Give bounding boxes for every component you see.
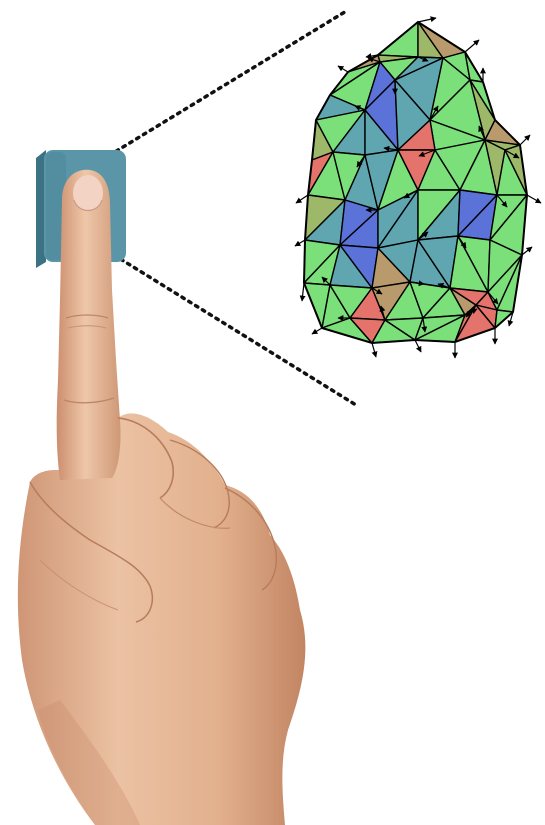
force-arrow xyxy=(337,65,349,73)
triangle-mesh-icon xyxy=(294,16,542,359)
force-arrow xyxy=(437,282,451,289)
force-arrow xyxy=(457,235,467,249)
force-arrow xyxy=(418,149,436,157)
force-arrow xyxy=(478,125,486,141)
force-arrow xyxy=(365,53,379,60)
force-arrow xyxy=(429,105,439,121)
pointing-hand-icon xyxy=(17,169,306,825)
force-arrow xyxy=(371,342,378,358)
projection-line-bottom xyxy=(112,253,358,407)
force-arrow xyxy=(383,145,399,152)
force-arrow xyxy=(464,39,480,53)
force-arrow xyxy=(367,56,381,63)
force-arrow xyxy=(519,134,531,146)
force-arrow xyxy=(379,305,386,321)
force-arrow xyxy=(414,339,422,353)
force-arrow xyxy=(465,304,477,318)
force-arrow xyxy=(403,189,419,199)
force-arrow xyxy=(371,287,383,295)
force-arrow xyxy=(295,194,309,204)
force-arrow xyxy=(421,317,428,333)
force-arrow xyxy=(526,194,542,204)
force-arrow xyxy=(417,56,429,62)
force-arrow xyxy=(521,246,533,256)
force-arrow xyxy=(356,154,366,168)
force-arrow xyxy=(409,280,425,287)
force-arrow xyxy=(504,149,520,159)
force-arrow xyxy=(354,105,366,111)
mesh-outline xyxy=(302,20,529,345)
force-arrow xyxy=(496,194,508,208)
force-arrow xyxy=(299,282,306,302)
force-arrow xyxy=(311,327,323,335)
force-arrow xyxy=(321,276,331,286)
projection-line-top xyxy=(80,8,350,174)
force-arrow xyxy=(417,16,437,23)
force-arrow xyxy=(294,239,306,247)
force-arrow xyxy=(417,231,429,241)
force-arrow xyxy=(487,291,499,305)
force-arrow xyxy=(507,311,514,327)
